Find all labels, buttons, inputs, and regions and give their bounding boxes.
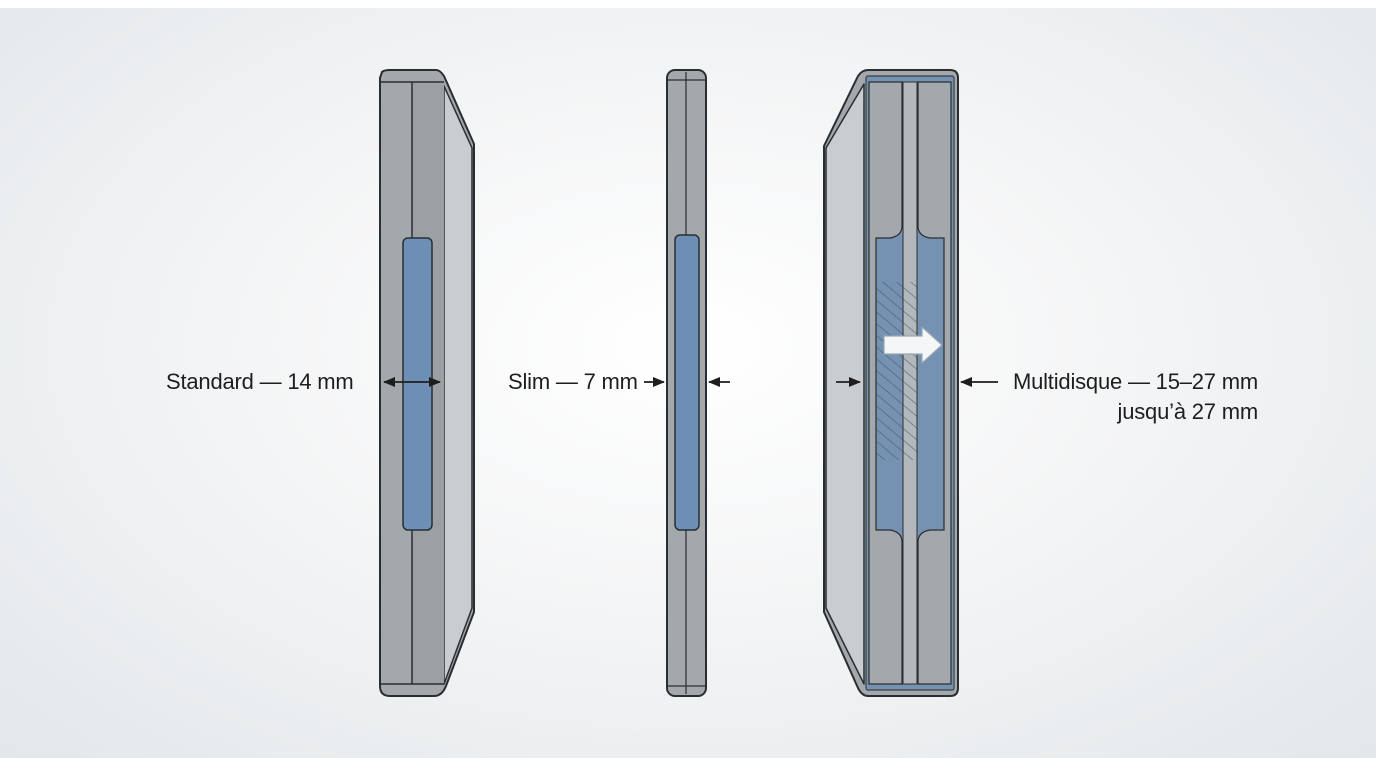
expand-arrow-icon <box>883 326 943 364</box>
standard-case <box>379 69 475 697</box>
standard-case-face <box>443 85 473 685</box>
slim-disc-window <box>674 234 700 531</box>
standard-label: Standard — 14 mm <box>166 369 354 394</box>
diagram-stage: Standard — 14 mm Slim — 7 mm Multidisque… <box>0 8 1376 758</box>
multidisc-right-spine <box>917 81 952 685</box>
standard-disc-window <box>402 237 433 531</box>
case-thickness-diagram <box>379 69 998 697</box>
hatched-expansion-area <box>876 282 918 460</box>
multidisc-note: jusqu’à 27 mm <box>1117 399 1259 424</box>
multidisc-case-face <box>825 83 865 685</box>
slim-label: Slim — 7 mm <box>508 369 638 394</box>
slim-case <box>666 69 707 697</box>
multidisc-case <box>823 69 959 697</box>
multidisc-left-spine <box>868 81 903 685</box>
multidisc-label: Multidisque — 15–27 mm <box>1012 369 1258 394</box>
